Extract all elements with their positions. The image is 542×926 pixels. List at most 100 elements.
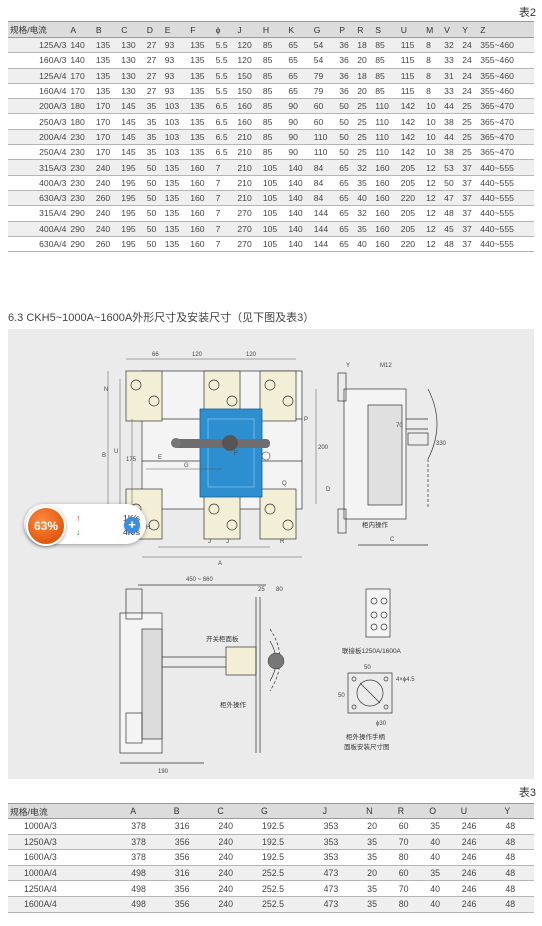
table-cell: 50 (442, 175, 461, 191)
table-cell: 35 (355, 175, 374, 191)
table-cell: 365~470 (478, 113, 534, 130)
table-cell: 25 (460, 98, 479, 115)
table-cell: 36 (337, 68, 356, 84)
table-cell: 110 (373, 113, 399, 130)
dim-label: 4×ϕ4.5 (396, 677, 415, 683)
table-cell: 50 (144, 236, 163, 253)
table-cell: 440~555 (478, 236, 534, 253)
table-cell: 144 (311, 221, 338, 237)
boost-button[interactable]: + (124, 517, 140, 533)
table-cell: 24 (460, 83, 479, 100)
table-cell: 210 (235, 129, 261, 146)
table-cell: 25 (355, 144, 374, 161)
column-header: S (373, 21, 399, 38)
table-cell: 246 (458, 834, 503, 851)
table-cell: 10 (424, 113, 443, 130)
table-cell: 47 (442, 190, 461, 207)
table-cell: 48 (502, 834, 534, 851)
table-cell: 85 (260, 144, 287, 161)
table-cell: 205 (398, 159, 425, 176)
column-header: F (188, 21, 214, 38)
table-cell: 355~460 (478, 83, 534, 100)
column-header: G (311, 21, 338, 38)
table-cell: 12 (424, 175, 443, 191)
table-cell: 240 (215, 896, 259, 913)
dim-label: 330 (436, 441, 447, 447)
table-cell: 378 (128, 849, 172, 866)
table-cell: 170 (93, 98, 120, 115)
table-cell: 37 (460, 175, 479, 191)
table-cell: 220 (398, 236, 425, 253)
table-cell: 93 (162, 68, 189, 84)
table-cell: 356 (171, 896, 216, 913)
table-cell: 8 (424, 37, 443, 54)
table-cell: 1000A/4 (8, 865, 129, 882)
table-cell: 25 (460, 113, 479, 130)
table-cell: 440~555 (478, 175, 534, 191)
table-cell: 103 (162, 98, 189, 115)
table-cell: 65 (286, 52, 312, 69)
table-cell: 205 (398, 205, 425, 222)
table-cell: 195 (119, 221, 145, 237)
table-cell: 105 (260, 159, 287, 176)
table-cell: 473 (320, 896, 365, 913)
table-cell: 25 (355, 113, 374, 130)
table-cell: 240 (93, 175, 120, 191)
table-cell: 60 (395, 818, 428, 835)
table-cell: 246 (458, 880, 503, 897)
table-cell: 180 (68, 113, 94, 130)
table-cell: 135 (93, 37, 120, 54)
table-cell: 160 (188, 221, 214, 237)
table-cell: 85 (260, 52, 287, 69)
table-cell: 35 (364, 849, 396, 866)
table-cell: 50 (144, 221, 163, 237)
table-cell: 120 (235, 52, 261, 69)
dim-label: 200 (318, 445, 329, 451)
table-cell: 270 (235, 205, 261, 222)
table-cell: 85 (260, 83, 287, 100)
usage-percent[interactable]: 63% (26, 506, 66, 546)
table-cell: 93 (162, 52, 189, 69)
table-cell: 180 (68, 98, 94, 115)
table-cell: 498 (128, 880, 172, 897)
table-cell: 192.5 (258, 834, 321, 851)
table-cell: 135 (188, 52, 214, 69)
table-cell: 6.5 (213, 98, 236, 115)
column-header: R (355, 21, 374, 38)
table-cell: 90 (286, 113, 312, 130)
table-cell: 115 (398, 52, 425, 69)
table-cell: 170 (93, 113, 120, 130)
table-cell: 48 (502, 849, 534, 866)
table-cell: 5.5 (213, 37, 236, 54)
table-cell: 110 (373, 129, 399, 146)
table-cell: 160 (188, 205, 214, 222)
column-header: 规格/电流 (8, 21, 69, 38)
dim-label: J (226, 539, 229, 545)
table-cell: 35 (144, 144, 163, 161)
table-cell: 160A/3 (8, 52, 69, 69)
table-cell: 210 (235, 190, 261, 207)
table-cell: 35 (144, 129, 163, 146)
table-cell: 230 (68, 190, 94, 207)
table-cell: 65 (337, 190, 356, 207)
dim-label: 50 (364, 665, 371, 671)
table-cell: 85 (373, 37, 399, 54)
dim-label: Q (282, 481, 287, 487)
table-cell: 220 (398, 190, 425, 207)
table-cell: 365~470 (478, 144, 534, 161)
dim-label: 120 (192, 352, 203, 358)
table-cell: 365~470 (478, 98, 534, 115)
network-speed-widget[interactable]: 63% ↑ 1K/s ↓ 4K/s + (24, 504, 146, 548)
table-cell: 8 (424, 68, 443, 84)
table-cell: 205 (398, 175, 425, 191)
table-cell: 48 (502, 880, 534, 897)
table-cell: 65 (337, 175, 356, 191)
table-cell: 48 (442, 236, 461, 253)
table-cell: 85 (373, 83, 399, 100)
table-cell: 240 (215, 865, 259, 882)
dim-label: J (208, 539, 211, 545)
table-cell: 135 (162, 175, 189, 191)
